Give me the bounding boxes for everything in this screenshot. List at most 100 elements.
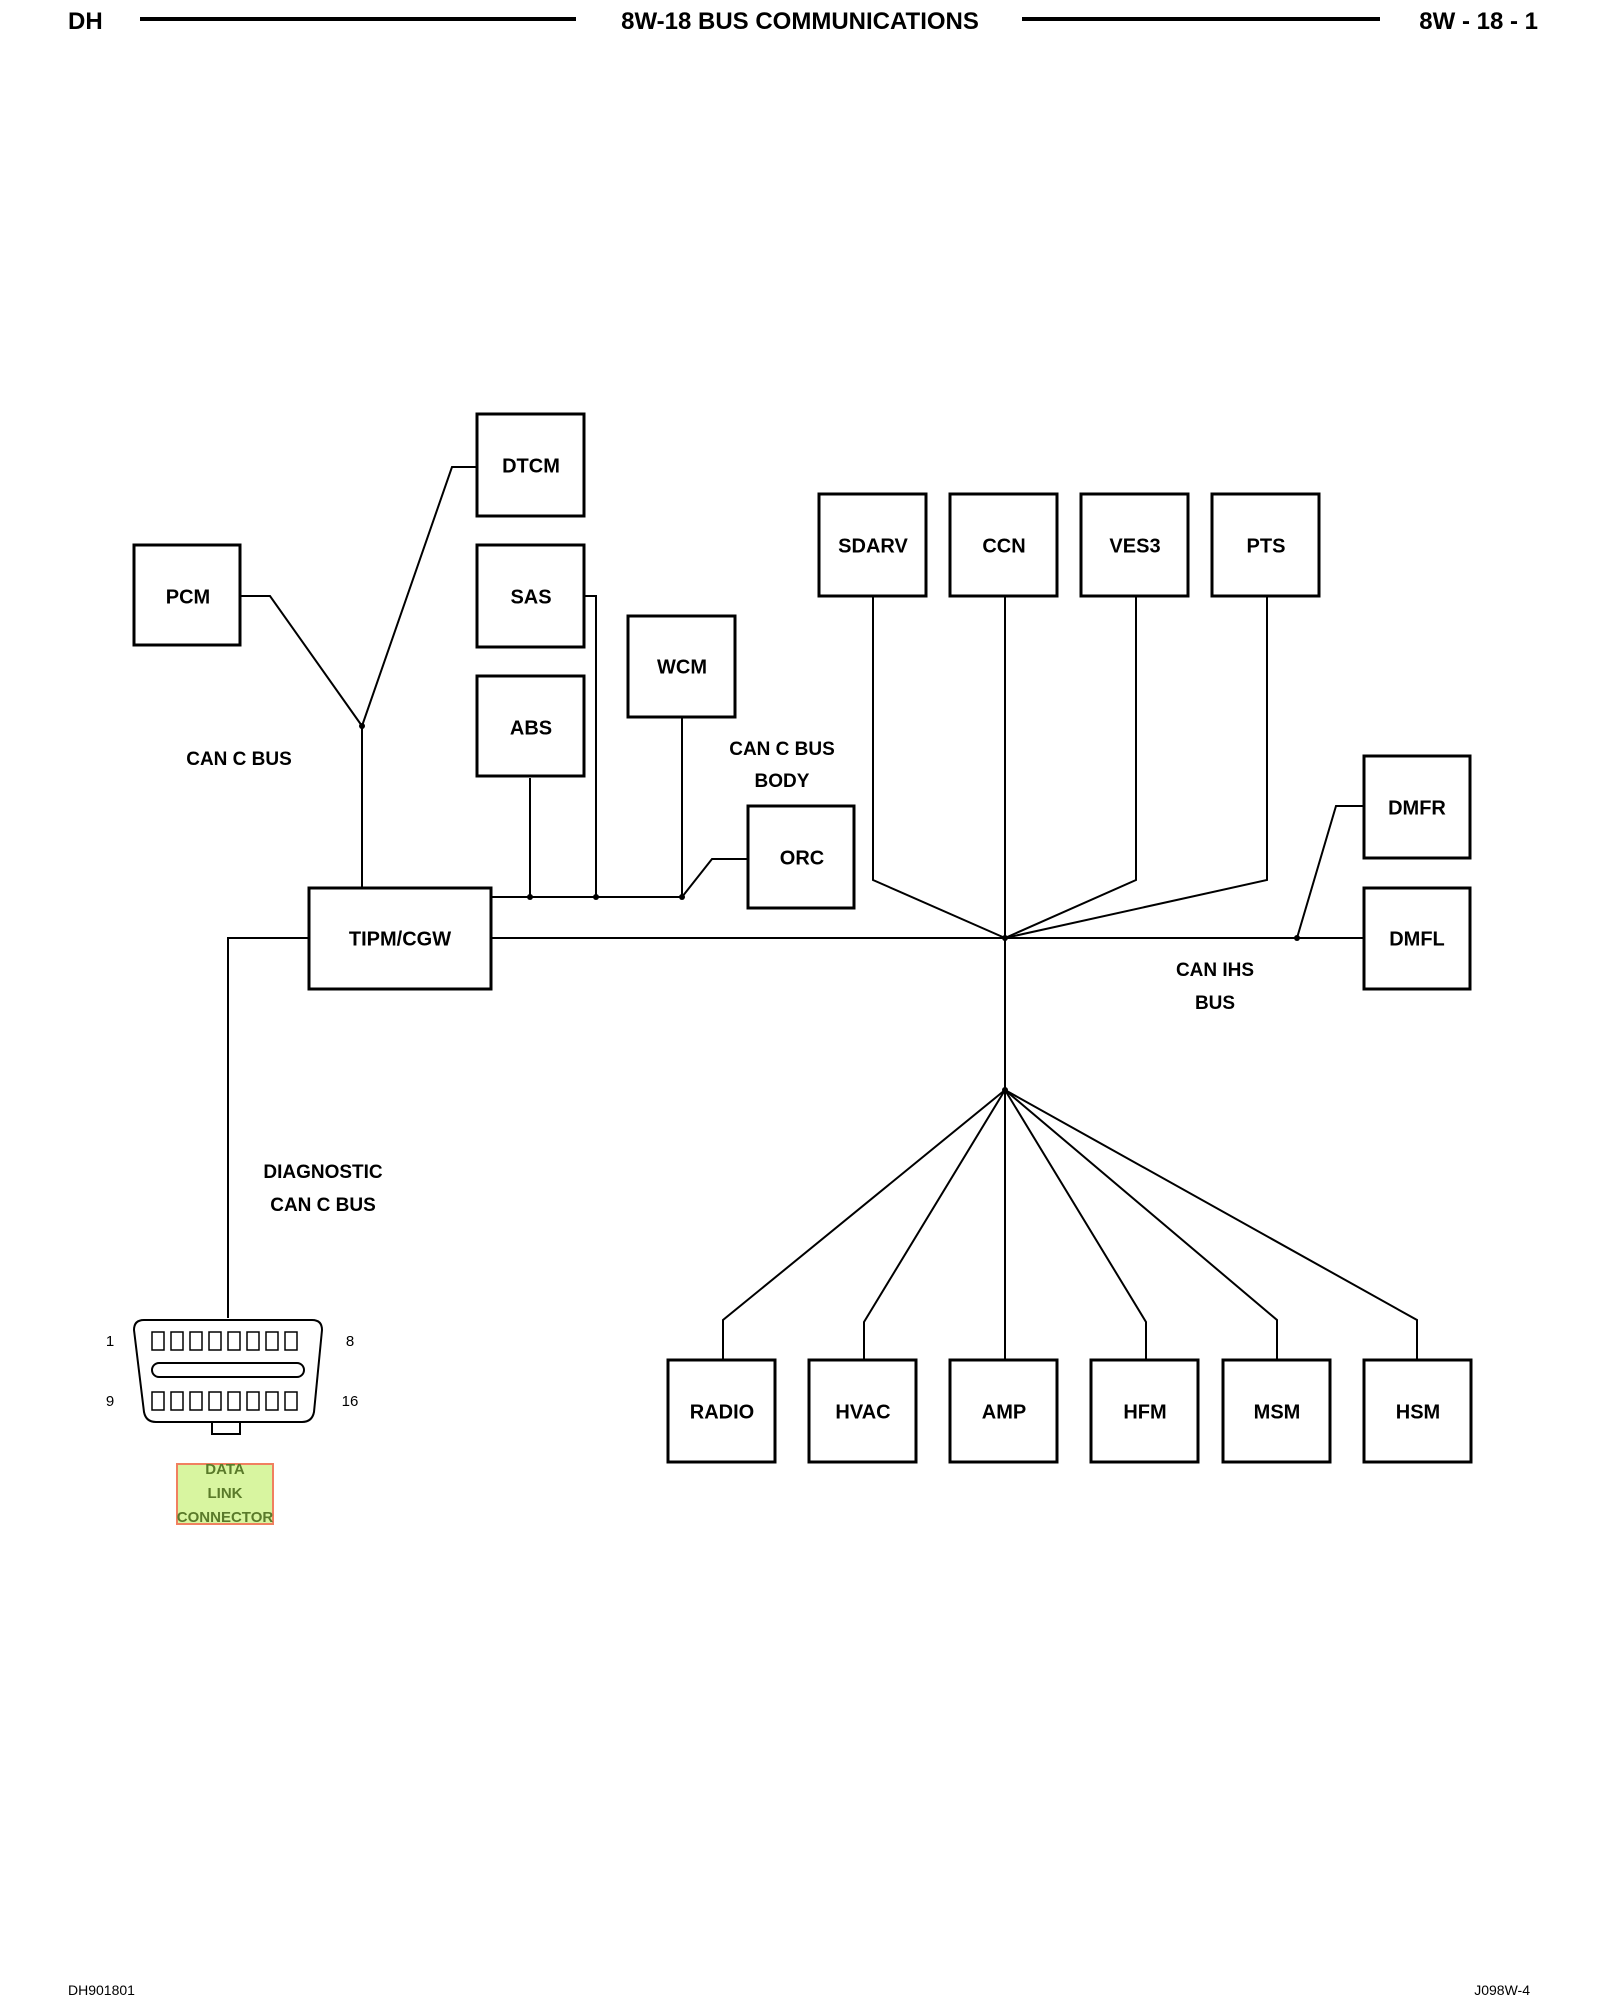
wcm-box [626, 614, 737, 719]
wire-hsm [1004, 1089, 1418, 1360]
header-section-code: DH [68, 8, 103, 35]
dtcm-box [475, 412, 586, 518]
dlc-pin [246, 1391, 260, 1411]
wire-pcm [240, 595, 363, 727]
wire-diagnostic-can-c [227, 937, 308, 1318]
header-rule-right [1022, 17, 1380, 21]
wire-hvac [863, 1089, 1006, 1360]
dlc-pin [265, 1391, 279, 1411]
tipm-cgw-box [307, 886, 493, 991]
ves3-label: VES3 [1109, 535, 1160, 557]
dlc-pin [208, 1391, 222, 1411]
wire-msm [1004, 1089, 1278, 1360]
bus-labels: CAN C BUS CAN C BUS BODY CAN IHS BUS DIA… [186, 739, 1254, 1216]
wire-orc [681, 858, 748, 898]
tipm-cgw-label: TIPM/CGW [349, 928, 451, 950]
diagnostic-can-c-bus-label-1: DIAGNOSTIC [263, 1162, 383, 1183]
pts-label: PTS [1247, 535, 1286, 557]
wire-dtcm [361, 466, 480, 727]
msm-box [1221, 1358, 1332, 1464]
dlc-pin-numbers: 1 8 9 16 [106, 1333, 359, 1410]
splice-ihs-lower [1002, 1087, 1008, 1093]
can-ihs-bus-label-2: BUS [1195, 993, 1235, 1014]
orc-label: ORC [780, 847, 824, 869]
dlc-pin [170, 1391, 184, 1411]
can-c-bus-body-label-1: CAN C BUS [729, 739, 835, 760]
wiring [227, 466, 1418, 1360]
dlc-pin [246, 1331, 260, 1351]
dlc-label-line-2: LINK [208, 1485, 243, 1502]
dlc-pin [284, 1331, 298, 1351]
header-rule-left [140, 17, 576, 21]
dlc-pin [189, 1331, 203, 1351]
splice-dmfr [1294, 935, 1300, 941]
orc-box [746, 804, 856, 910]
wire-sdarv [872, 596, 1006, 939]
pin-8-label: 8 [346, 1333, 354, 1350]
dlc-pin [227, 1331, 241, 1351]
dlc-pin [265, 1331, 279, 1351]
page-title: 8W-18 BUS COMMUNICATIONS [621, 8, 979, 35]
hvac-label: HVAC [835, 1401, 890, 1423]
sdarv-label: SDARV [838, 535, 908, 557]
wire-sas [584, 595, 597, 897]
dlc-label-box [176, 1463, 274, 1525]
hfm-label: HFM [1123, 1401, 1166, 1423]
pts-box [1210, 492, 1321, 598]
ccn-label: CCN [982, 535, 1025, 557]
dlc-pins-top [151, 1331, 298, 1351]
splices [359, 723, 1300, 1093]
dlc-pin [151, 1331, 165, 1351]
pcm-box [132, 543, 242, 647]
dlc-pin [151, 1391, 165, 1411]
data-link-connector: 1 8 9 16 DATA LINK CONNECTOR [106, 1319, 359, 1526]
splice-wcm [679, 894, 685, 900]
figure-id-left: DH901801 [68, 1982, 135, 1998]
dmfr-label: DMFR [1388, 797, 1446, 819]
dlc-label-line-3: CONNECTOR [177, 1509, 274, 1526]
splice-abs [527, 894, 533, 900]
amp-box [948, 1358, 1059, 1464]
dlc-label-text: DATA LINK CONNECTOR [177, 1461, 274, 1526]
sas-box [475, 543, 586, 649]
wire-pts [1004, 596, 1268, 939]
can-ihs-bus-label-1: CAN IHS [1176, 960, 1254, 981]
splice-can-c [359, 723, 365, 729]
ccn-box [948, 492, 1059, 598]
dlc-key-slot [151, 1362, 305, 1378]
amp-label: AMP [982, 1401, 1026, 1423]
dlc-pin [189, 1391, 203, 1411]
can-c-bus-body-label-2: BODY [755, 771, 810, 792]
sdarv-box [817, 492, 928, 598]
abs-label: ABS [510, 717, 552, 739]
wire-ves3 [1004, 596, 1137, 939]
diagnostic-can-c-bus-label-2: CAN C BUS [270, 1195, 376, 1216]
radio-box [666, 1358, 777, 1464]
hsm-label: HSM [1396, 1401, 1440, 1423]
can-c-bus-label: CAN C BUS [186, 749, 292, 770]
pin-1-label: 1 [106, 1333, 114, 1350]
wire-dmfr [1296, 805, 1364, 939]
dmfr-box [1362, 754, 1472, 860]
hfm-box [1089, 1358, 1200, 1464]
hsm-box [1362, 1358, 1473, 1464]
pin-9-label: 9 [106, 1393, 114, 1410]
splice-sas [593, 894, 599, 900]
hvac-box [807, 1358, 918, 1464]
splice-ihs [1002, 935, 1008, 941]
page-number: 8W - 18 - 1 [1419, 8, 1538, 35]
abs-box [475, 674, 586, 778]
sas-label: SAS [510, 586, 551, 608]
dlc-pin [284, 1391, 298, 1411]
dlc-pin [208, 1331, 222, 1351]
msm-label: MSM [1254, 1401, 1301, 1423]
figure-id-right: J098W-4 [1474, 1982, 1530, 1998]
dlc-label-line-1: DATA [205, 1461, 245, 1478]
pin-16-label: 16 [342, 1393, 359, 1410]
ves3-box [1079, 492, 1190, 598]
wire-hfm [1004, 1089, 1147, 1360]
radio-label: RADIO [690, 1401, 754, 1423]
pcm-label: PCM [166, 586, 210, 608]
dlc-pin [227, 1391, 241, 1411]
